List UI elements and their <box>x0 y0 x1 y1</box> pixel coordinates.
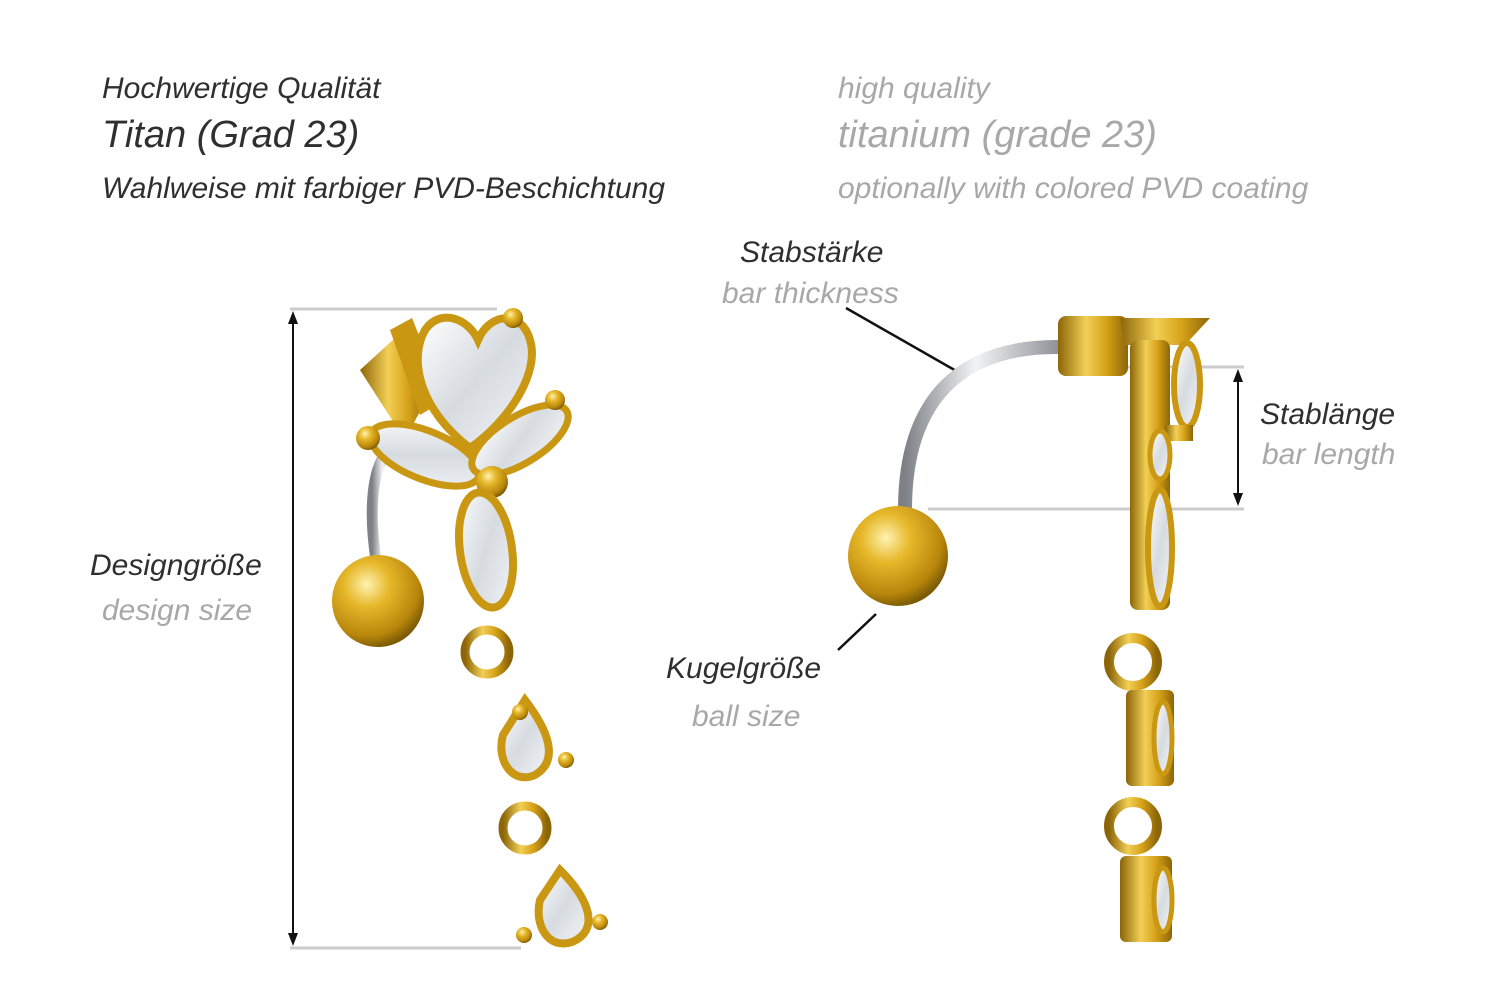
side-view-jewelry <box>837 306 1244 942</box>
steel-bar-icon <box>898 339 1069 517</box>
coating-label-en: optionally with colored PVD coating <box>838 172 1309 205</box>
bar-thickness-pointer <box>845 306 959 374</box>
ball-size-pointer <box>837 613 877 651</box>
material-label-de: Titan (Grad 23) <box>102 114 360 156</box>
gold-ball-icon <box>332 555 424 647</box>
design-size-dimension <box>288 307 521 950</box>
bar-thickness-label-en: bar thickness <box>722 277 899 310</box>
heart-crystal-icon <box>413 313 536 453</box>
design-size-label-de: Designgröße <box>90 549 262 582</box>
ball-size-label-en: ball size <box>692 700 801 733</box>
ball-size-label-de: Kugelgröße <box>666 652 822 685</box>
bar-length-label-de: Stablänge <box>1260 398 1396 431</box>
front-view-jewelry <box>332 308 608 948</box>
bar-thickness-label-de: Stabstärke <box>740 236 884 269</box>
design-size-label-en: design size <box>102 594 253 627</box>
material-label-en: titanium (grade 23) <box>838 114 1157 156</box>
gold-ball-icon <box>848 506 948 606</box>
bar-length-label-en: bar length <box>1262 438 1396 471</box>
coating-label-de: Wahlweise mit farbiger PVD-Beschichtung <box>102 172 666 205</box>
quality-label-de: Hochwertige Qualität <box>102 72 381 105</box>
quality-label-en: high quality <box>838 72 990 105</box>
